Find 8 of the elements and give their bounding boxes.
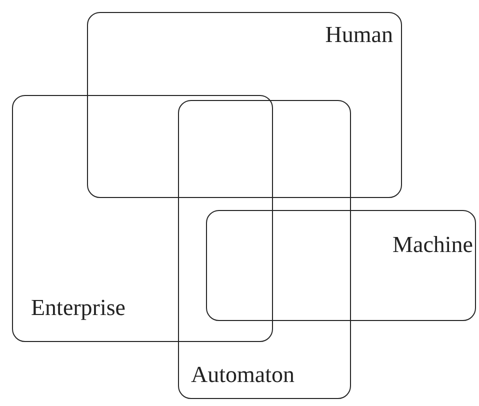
set-region	[87, 12, 402, 198]
set-region	[206, 210, 476, 321]
set-region	[178, 100, 351, 399]
region-label: Machine	[392, 233, 473, 256]
region-label: Automaton	[191, 363, 294, 386]
set-region	[12, 95, 273, 342]
region-label: Enterprise	[31, 296, 126, 319]
region-label: Human	[325, 23, 393, 46]
